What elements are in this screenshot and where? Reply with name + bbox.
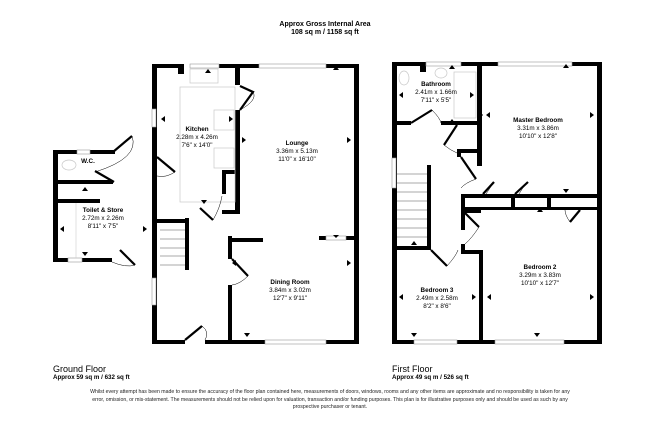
room-label-bathroom: Bathroom 2.41m x 1.66m 7'11" x 5'5" bbox=[415, 81, 457, 104]
gross-area-label: Approx Gross Internal Area bbox=[279, 21, 371, 28]
ground-floor-area: Approx 59 sq m / 632 sq ft bbox=[53, 374, 130, 381]
room-label-bedroom-2: Bedroom 2 3.29m x 3.83m 10'10" x 12'7" bbox=[519, 264, 561, 287]
first-staircase bbox=[397, 173, 427, 238]
ground-floor-plan bbox=[53, 63, 359, 345]
first-floor-plan bbox=[391, 61, 602, 345]
gross-area-value: 108 sq m / 1158 sq ft bbox=[291, 29, 359, 36]
first-floor-area: Approx 49 sq m / 526 sq ft bbox=[392, 374, 469, 381]
room-label-wc: W.C. bbox=[81, 158, 95, 165]
ground-staircase bbox=[160, 229, 185, 266]
disclaimer-text: Whilst every attempt has been made to en… bbox=[90, 389, 570, 411]
ground-house-walls bbox=[151, 63, 359, 345]
plan-title: Approx Gross Internal Area 108 sq m / 11… bbox=[0, 21, 650, 37]
room-label-lounge: Lounge 3.36m x 5.13m 11'0" x 16'10" bbox=[276, 140, 318, 163]
ground-floor-caption: Ground Floor Approx 59 sq m / 632 sq ft bbox=[53, 364, 130, 382]
first-floor-name: First Floor bbox=[392, 364, 433, 374]
first-floor-walls bbox=[391, 61, 602, 345]
room-label-master-bedroom: Master Bedroom 3.31m x 3.86m 10'10" x 12… bbox=[513, 117, 563, 140]
outbuilding-walls bbox=[53, 135, 147, 267]
room-label-kitchen: Kitchen 2.28m x 4.26m 7'6" x 14'0" bbox=[176, 126, 218, 149]
ground-floor-name: Ground Floor bbox=[53, 364, 107, 374]
room-label-dining-room: Dining Room 3.84m x 3.02m 12'7" x 9'11" bbox=[269, 279, 311, 302]
room-label-bedroom-3: Bedroom 3 2.49m x 2.58m 8'2" x 8'6" bbox=[416, 287, 458, 310]
first-floor-caption: First Floor Approx 49 sq m / 526 sq ft bbox=[392, 364, 469, 382]
room-label-toilet-store: Toilet & Store 2.72m x 2.26m 8'11" x 7'5… bbox=[82, 207, 124, 230]
